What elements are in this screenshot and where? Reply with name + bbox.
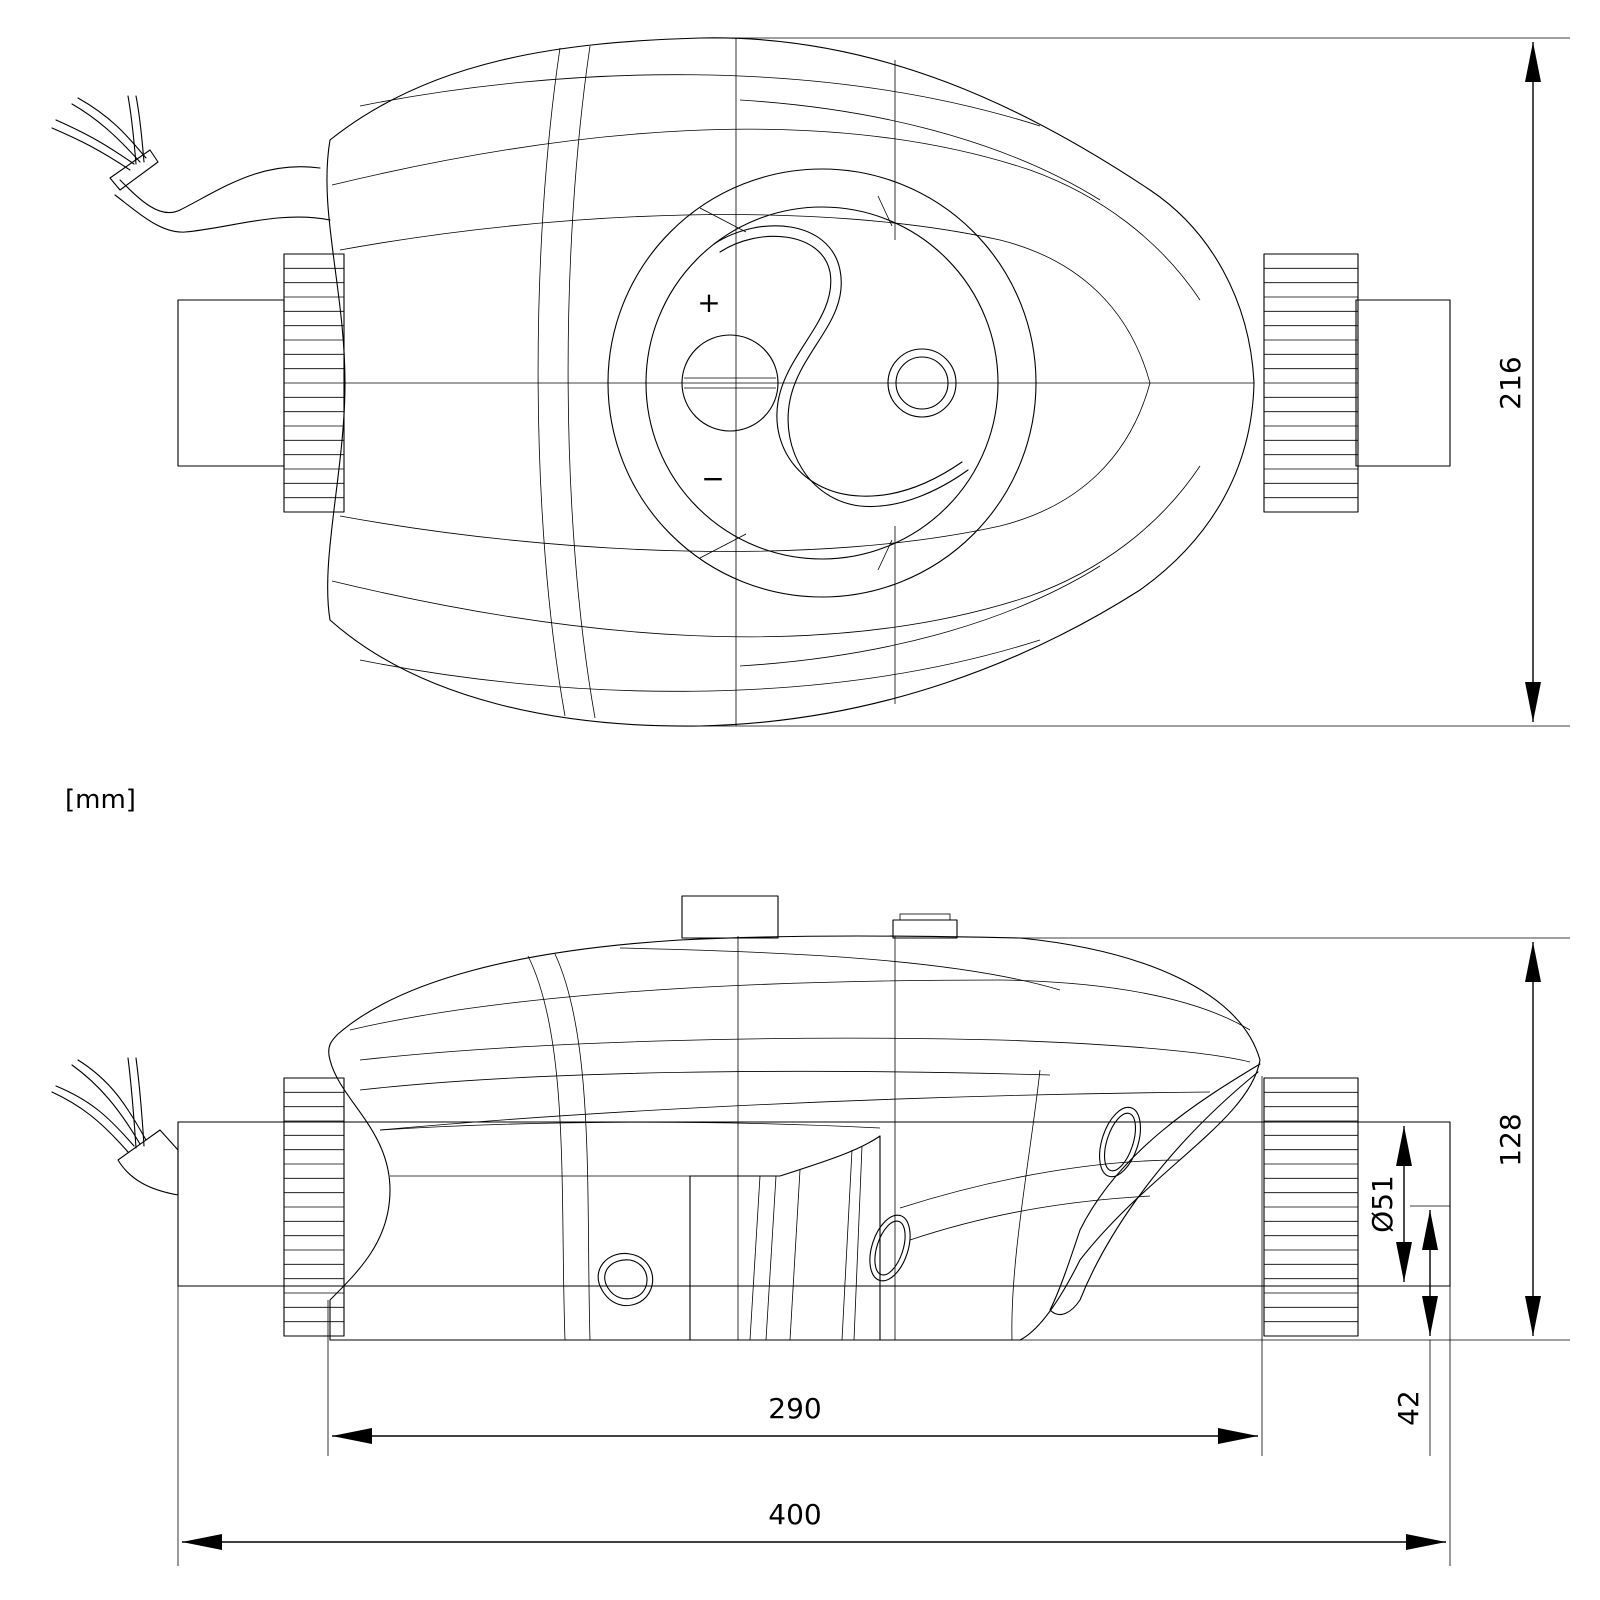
body-outline-top xyxy=(326,37,1255,727)
pipe-side xyxy=(177,1121,1451,1287)
plus-label: + xyxy=(697,286,720,319)
body-contours-top xyxy=(331,74,1254,692)
left-pipe-top xyxy=(177,299,285,467)
front-wedge xyxy=(689,1135,881,1341)
units-label: [mm] xyxy=(65,785,136,815)
body-outline-side xyxy=(328,935,1261,1341)
dim-label-d51: Ø51 xyxy=(1366,1175,1399,1233)
dim-label-290: 290 xyxy=(768,1392,821,1425)
dial-knob xyxy=(681,334,779,432)
cable-side xyxy=(51,1057,179,1196)
right-nut-top xyxy=(1263,253,1359,513)
indicator-light xyxy=(887,348,957,418)
right-pipe-top xyxy=(1355,299,1451,467)
left-nut-side xyxy=(283,1077,345,1337)
cable-top xyxy=(51,95,331,233)
body-segments-side xyxy=(527,936,1041,1341)
side-view: 128 Ø51 42 290 400 xyxy=(51,895,1570,1566)
indicator-side xyxy=(892,919,958,939)
side-fin xyxy=(1049,1063,1261,1315)
left-nut-top xyxy=(283,253,345,513)
knob-side xyxy=(681,895,779,939)
dim-label-42: 42 xyxy=(1392,1390,1425,1426)
right-nut-side xyxy=(1263,1077,1359,1337)
top-view: + − 216 xyxy=(51,37,1570,727)
body-segments-top xyxy=(537,38,896,726)
dim-label-400: 400 xyxy=(768,1498,821,1531)
control-dial: + − xyxy=(607,168,1037,598)
dim-label-216: 216 xyxy=(1494,356,1527,409)
dim-label-128: 128 xyxy=(1494,1113,1527,1166)
body-contours-side xyxy=(349,947,1251,1241)
minus-label: − xyxy=(701,462,724,495)
drain-holes xyxy=(597,1106,1141,1307)
